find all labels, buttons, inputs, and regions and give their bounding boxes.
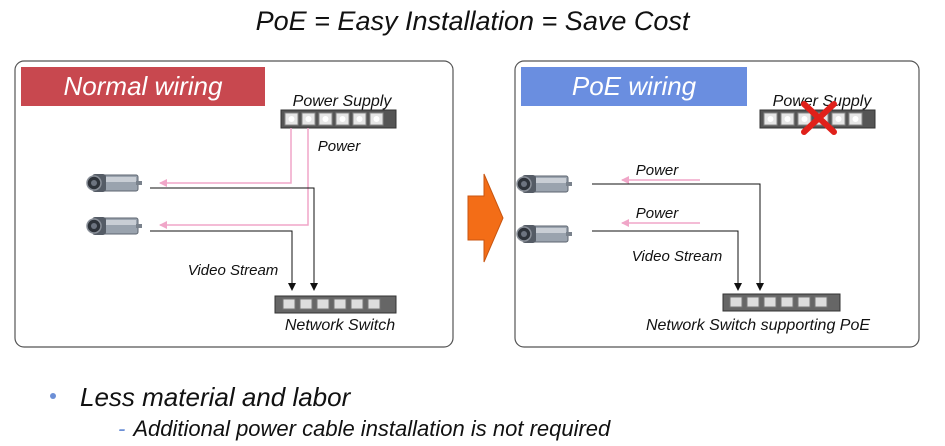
transition-arrow bbox=[467, 173, 504, 263]
normal-power-cable-top bbox=[159, 128, 292, 187]
normal-power-cable-bottom bbox=[159, 128, 309, 229]
poe-power-label-top: Power bbox=[636, 162, 680, 179]
normal-power-supply bbox=[280, 109, 397, 129]
poe-panel bbox=[514, 60, 920, 348]
normal-video-label: Video Stream bbox=[188, 262, 279, 279]
poe-switch-label: Network Switch supporting PoE bbox=[646, 317, 870, 334]
poe-power-label-bottom: Power bbox=[636, 205, 680, 222]
not-needed-cross-icon bbox=[801, 101, 837, 135]
sub-bullet-text: Additional power cable installation is n… bbox=[133, 416, 611, 441]
bullet-dot-icon bbox=[50, 393, 56, 399]
poe-video-label: Video Stream bbox=[632, 248, 723, 265]
dash-icon: - bbox=[118, 416, 126, 441]
poe-heading-bg bbox=[521, 67, 747, 106]
page-title: PoE = Easy Installation = Save Cost bbox=[255, 6, 690, 36]
normal-power-label: Power bbox=[318, 138, 362, 155]
poe-camera-bottom bbox=[516, 224, 573, 244]
poe-power-supply-label: Power Supply bbox=[773, 93, 873, 110]
normal-power-supply-label: Power Supply bbox=[293, 93, 393, 110]
poe-cable-top bbox=[592, 183, 764, 291]
normal-heading-bg bbox=[21, 67, 265, 106]
poe-camera-top bbox=[516, 174, 573, 194]
poe-cable-bottom bbox=[592, 230, 742, 291]
normal-network-switch bbox=[274, 295, 397, 314]
normal-video-cable-bottom bbox=[150, 230, 296, 291]
bullet-text: Less material and labor bbox=[80, 382, 351, 412]
normal-panel bbox=[14, 60, 454, 348]
normal-heading: Normal wiring bbox=[64, 71, 223, 101]
normal-video-cable-top bbox=[150, 187, 318, 291]
normal-switch-label: Network Switch bbox=[285, 317, 395, 334]
normal-camera-bottom bbox=[86, 216, 143, 236]
poe-network-switch bbox=[722, 293, 841, 312]
sub-bullet-item: -Additional power cable installation is … bbox=[118, 416, 610, 442]
poe-heading: PoE wiring bbox=[572, 71, 697, 101]
normal-camera-top bbox=[86, 173, 143, 193]
